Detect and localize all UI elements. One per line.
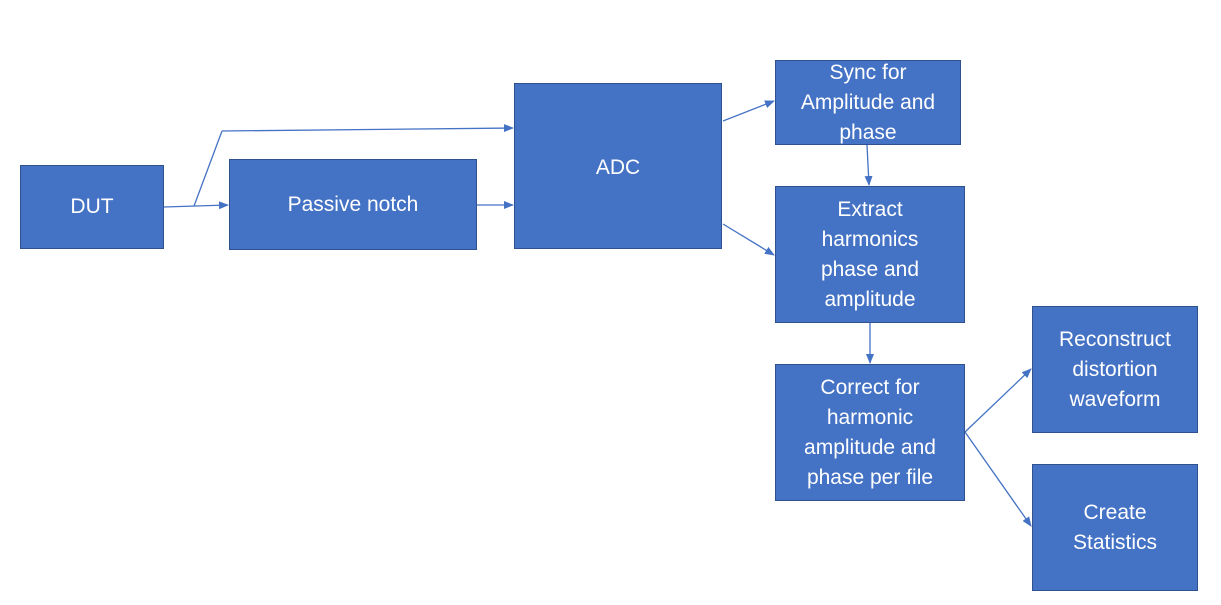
passive-notch-block: Passive notch — [229, 159, 477, 250]
arrow-bypass-to-adc — [221, 124, 514, 133]
adc-block: ADC — [514, 83, 722, 249]
arrow-adc-to-extract — [722, 223, 775, 256]
create-statistics-label: Create Statistics — [1072, 500, 1158, 554]
dut-block: DUT — [20, 165, 164, 249]
extract-harmonics-block: Extract harmonics phase and amplitude — [775, 186, 965, 323]
correct-harmonics-block: Correct for harmonic amplitude and phase… — [775, 364, 965, 501]
adc-label: ADC — [595, 156, 641, 179]
sync-block: Sync for Amplitude and phase — [775, 60, 961, 145]
create-statistics-block: Create Statistics — [1032, 464, 1198, 591]
passive-notch-label: Passive notch — [287, 192, 419, 216]
arrow-correct-to-reconstruct — [964, 368, 1032, 433]
reconstruct-waveform-block: Reconstruct distortion waveform — [1032, 306, 1198, 433]
reconstruct-waveform-label: Reconstruct distortion waveform — [1058, 327, 1172, 411]
sync-label: Sync for Amplitude and phase — [800, 60, 936, 144]
extract-harmonics-label: Extract harmonics phase and amplitude — [820, 197, 920, 311]
arrow-sync-to-extract — [864, 144, 873, 186]
arrow-dut-to-notch — [163, 201, 229, 210]
dut-label: DUT — [70, 195, 114, 218]
bypass-riser — [193, 130, 223, 207]
arrow-adc-to-sync — [722, 100, 775, 122]
arrow-correct-to-stats — [964, 431, 1032, 527]
correct-harmonics-label: Correct for harmonic amplitude and phase… — [804, 375, 936, 489]
